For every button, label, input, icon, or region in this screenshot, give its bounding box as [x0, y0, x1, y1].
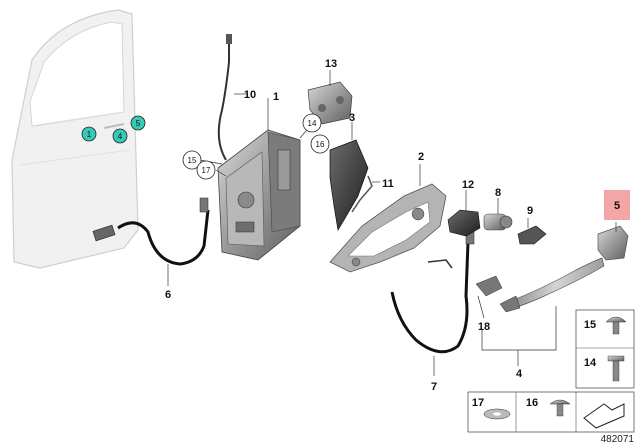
svg-text:16: 16 — [526, 397, 538, 409]
door-marker-1: 1 — [81, 126, 97, 142]
callout-2: 2 — [418, 151, 424, 163]
circled-callout-15: 15 — [182, 150, 202, 170]
callout-9: 9 — [527, 205, 533, 217]
callout-8: 8 — [495, 187, 501, 199]
striker — [307, 81, 353, 125]
cylinder-gasket — [517, 225, 547, 245]
outer-door-handle — [475, 257, 605, 313]
svg-text:17: 17 — [472, 397, 484, 409]
hardware-16: 16 — [526, 397, 571, 417]
lock-bracket — [329, 139, 369, 231]
rod-end — [226, 34, 232, 44]
svg-text:17: 17 — [202, 166, 211, 175]
callout-6: 6 — [165, 289, 171, 301]
hardware-box-group — [467, 309, 635, 433]
handle-cover — [597, 225, 629, 261]
callout-3: 3 — [349, 112, 355, 124]
callout-4: 4 — [516, 368, 523, 380]
cable-assembly-6 — [92, 197, 210, 266]
svg-text:4: 4 — [118, 132, 123, 141]
svg-text:15: 15 — [188, 156, 197, 165]
bowden-rod — [217, 40, 230, 161]
callout-7: 7 — [431, 381, 437, 393]
callout-13: 13 — [325, 58, 337, 70]
hardware-15: 15 — [584, 316, 627, 335]
callout-12: 12 — [462, 179, 474, 191]
lock-cylinder — [483, 213, 513, 231]
callout-5: 5 — [614, 200, 620, 212]
callout-11: 11 — [382, 178, 394, 190]
leader-lines — [167, 70, 617, 376]
arrow-icon — [583, 403, 625, 429]
highlight-box-5 — [604, 190, 630, 220]
hardware-17: 17 — [472, 397, 511, 420]
svg-text:14: 14 — [308, 119, 317, 128]
svg-text:15: 15 — [584, 319, 596, 331]
circled-callout-17: 17 — [196, 160, 216, 180]
document-id: 482071 — [600, 434, 634, 445]
cable-assembly-7 — [390, 231, 475, 354]
svg-text:16: 16 — [316, 140, 325, 149]
handle-carrier — [329, 183, 447, 273]
callout-1: 1 — [273, 91, 279, 103]
operating-rod — [351, 175, 373, 213]
callout-10: 10 — [244, 89, 256, 101]
door-marker-4: 4 — [112, 128, 128, 144]
svg-text:5: 5 — [136, 119, 141, 128]
door-panel — [11, 9, 139, 269]
door-marker-5: 5 — [130, 115, 146, 131]
door-lock-assembly — [217, 129, 301, 261]
svg-text:1: 1 — [87, 130, 92, 139]
callout-18: 18 — [478, 321, 490, 333]
circled-callout-16: 16 — [310, 134, 330, 154]
circled-callout-14: 14 — [302, 113, 322, 133]
handle-seal — [447, 209, 481, 237]
svg-text:14: 14 — [584, 357, 597, 369]
hardware-14: 14 — [584, 355, 625, 382]
